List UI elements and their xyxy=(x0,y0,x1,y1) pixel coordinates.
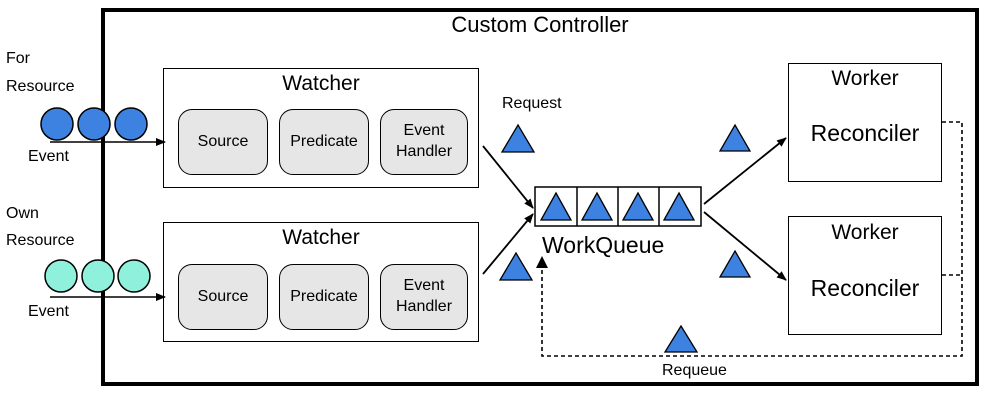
for-resource-event-circle xyxy=(40,107,74,141)
for-resource-event-circle xyxy=(114,107,148,141)
request-label: Request xyxy=(502,95,562,112)
predicate-label: Predicate xyxy=(290,287,358,305)
custom-controller-title: Custom Controller xyxy=(451,12,629,37)
own-resource-event-circles xyxy=(44,259,151,293)
queued-request-triangle xyxy=(621,191,655,221)
for-label: For xyxy=(6,50,30,67)
requeue-arrowhead xyxy=(536,256,548,268)
for-resource-event-circle xyxy=(77,107,111,141)
worker-title-1: Worker xyxy=(831,67,899,90)
worker-box-2 xyxy=(788,216,942,335)
source-label: Source xyxy=(197,287,249,305)
for-resource-event-circles xyxy=(40,107,148,141)
own-resource-event-circle xyxy=(44,259,78,293)
for-resource-label: Resource xyxy=(6,78,75,95)
dispatch-triangle xyxy=(718,123,752,152)
watcher-title-own-resource: Watcher xyxy=(282,226,360,249)
source-component: Source xyxy=(178,264,268,330)
request-triangle xyxy=(498,251,534,281)
reconciler-label-2: Reconciler xyxy=(810,275,920,301)
requeue-dashed-path xyxy=(541,121,963,357)
own-resource-event-circle xyxy=(81,259,115,293)
workqueue-label: WorkQueue xyxy=(542,232,665,258)
requeue-label: Requeue xyxy=(662,362,727,379)
watcher-to-workqueue-arrow-1 xyxy=(482,145,534,209)
event-handler-label-line2: Handler xyxy=(395,298,453,315)
watcher-to-workqueue-arrow-2 xyxy=(482,213,534,275)
source-component: Source xyxy=(178,109,268,175)
dispatch-triangle xyxy=(718,249,752,278)
event-label-bottom: Event xyxy=(28,303,69,320)
own-label: Own xyxy=(6,205,39,222)
source-label: Source xyxy=(197,132,249,150)
worker-title-2: Worker xyxy=(831,221,899,244)
event-handler-component: Event Handler xyxy=(380,264,468,330)
predicate-component: Predicate xyxy=(279,109,369,175)
queued-request-triangle xyxy=(539,191,573,221)
event-handler-label-line1: Event xyxy=(403,122,445,140)
own-resource-event-circle xyxy=(117,259,151,293)
workqueue-to-worker-arrow-1 xyxy=(703,137,787,205)
custom-controller-frame xyxy=(101,8,979,386)
own-resource-label: Resource xyxy=(6,232,75,249)
event-label-top: Event xyxy=(28,148,69,165)
reconciler-label-1: Reconciler xyxy=(810,120,920,146)
queued-request-triangle xyxy=(580,191,614,221)
predicate-component: Predicate xyxy=(279,264,369,330)
event-handler-component: Event Handler xyxy=(380,109,468,175)
requeue-triangle xyxy=(663,324,699,353)
watcher-title-for-resource: Watcher xyxy=(282,72,360,95)
queued-request-triangle xyxy=(662,191,696,221)
predicate-label: Predicate xyxy=(290,132,358,150)
request-triangle xyxy=(500,123,536,153)
event-handler-label-line2: Handler xyxy=(395,143,453,160)
event-handler-label-line1: Event xyxy=(403,277,445,295)
workqueue-to-worker-arrow-2 xyxy=(703,211,787,281)
worker-box-1 xyxy=(788,63,942,182)
